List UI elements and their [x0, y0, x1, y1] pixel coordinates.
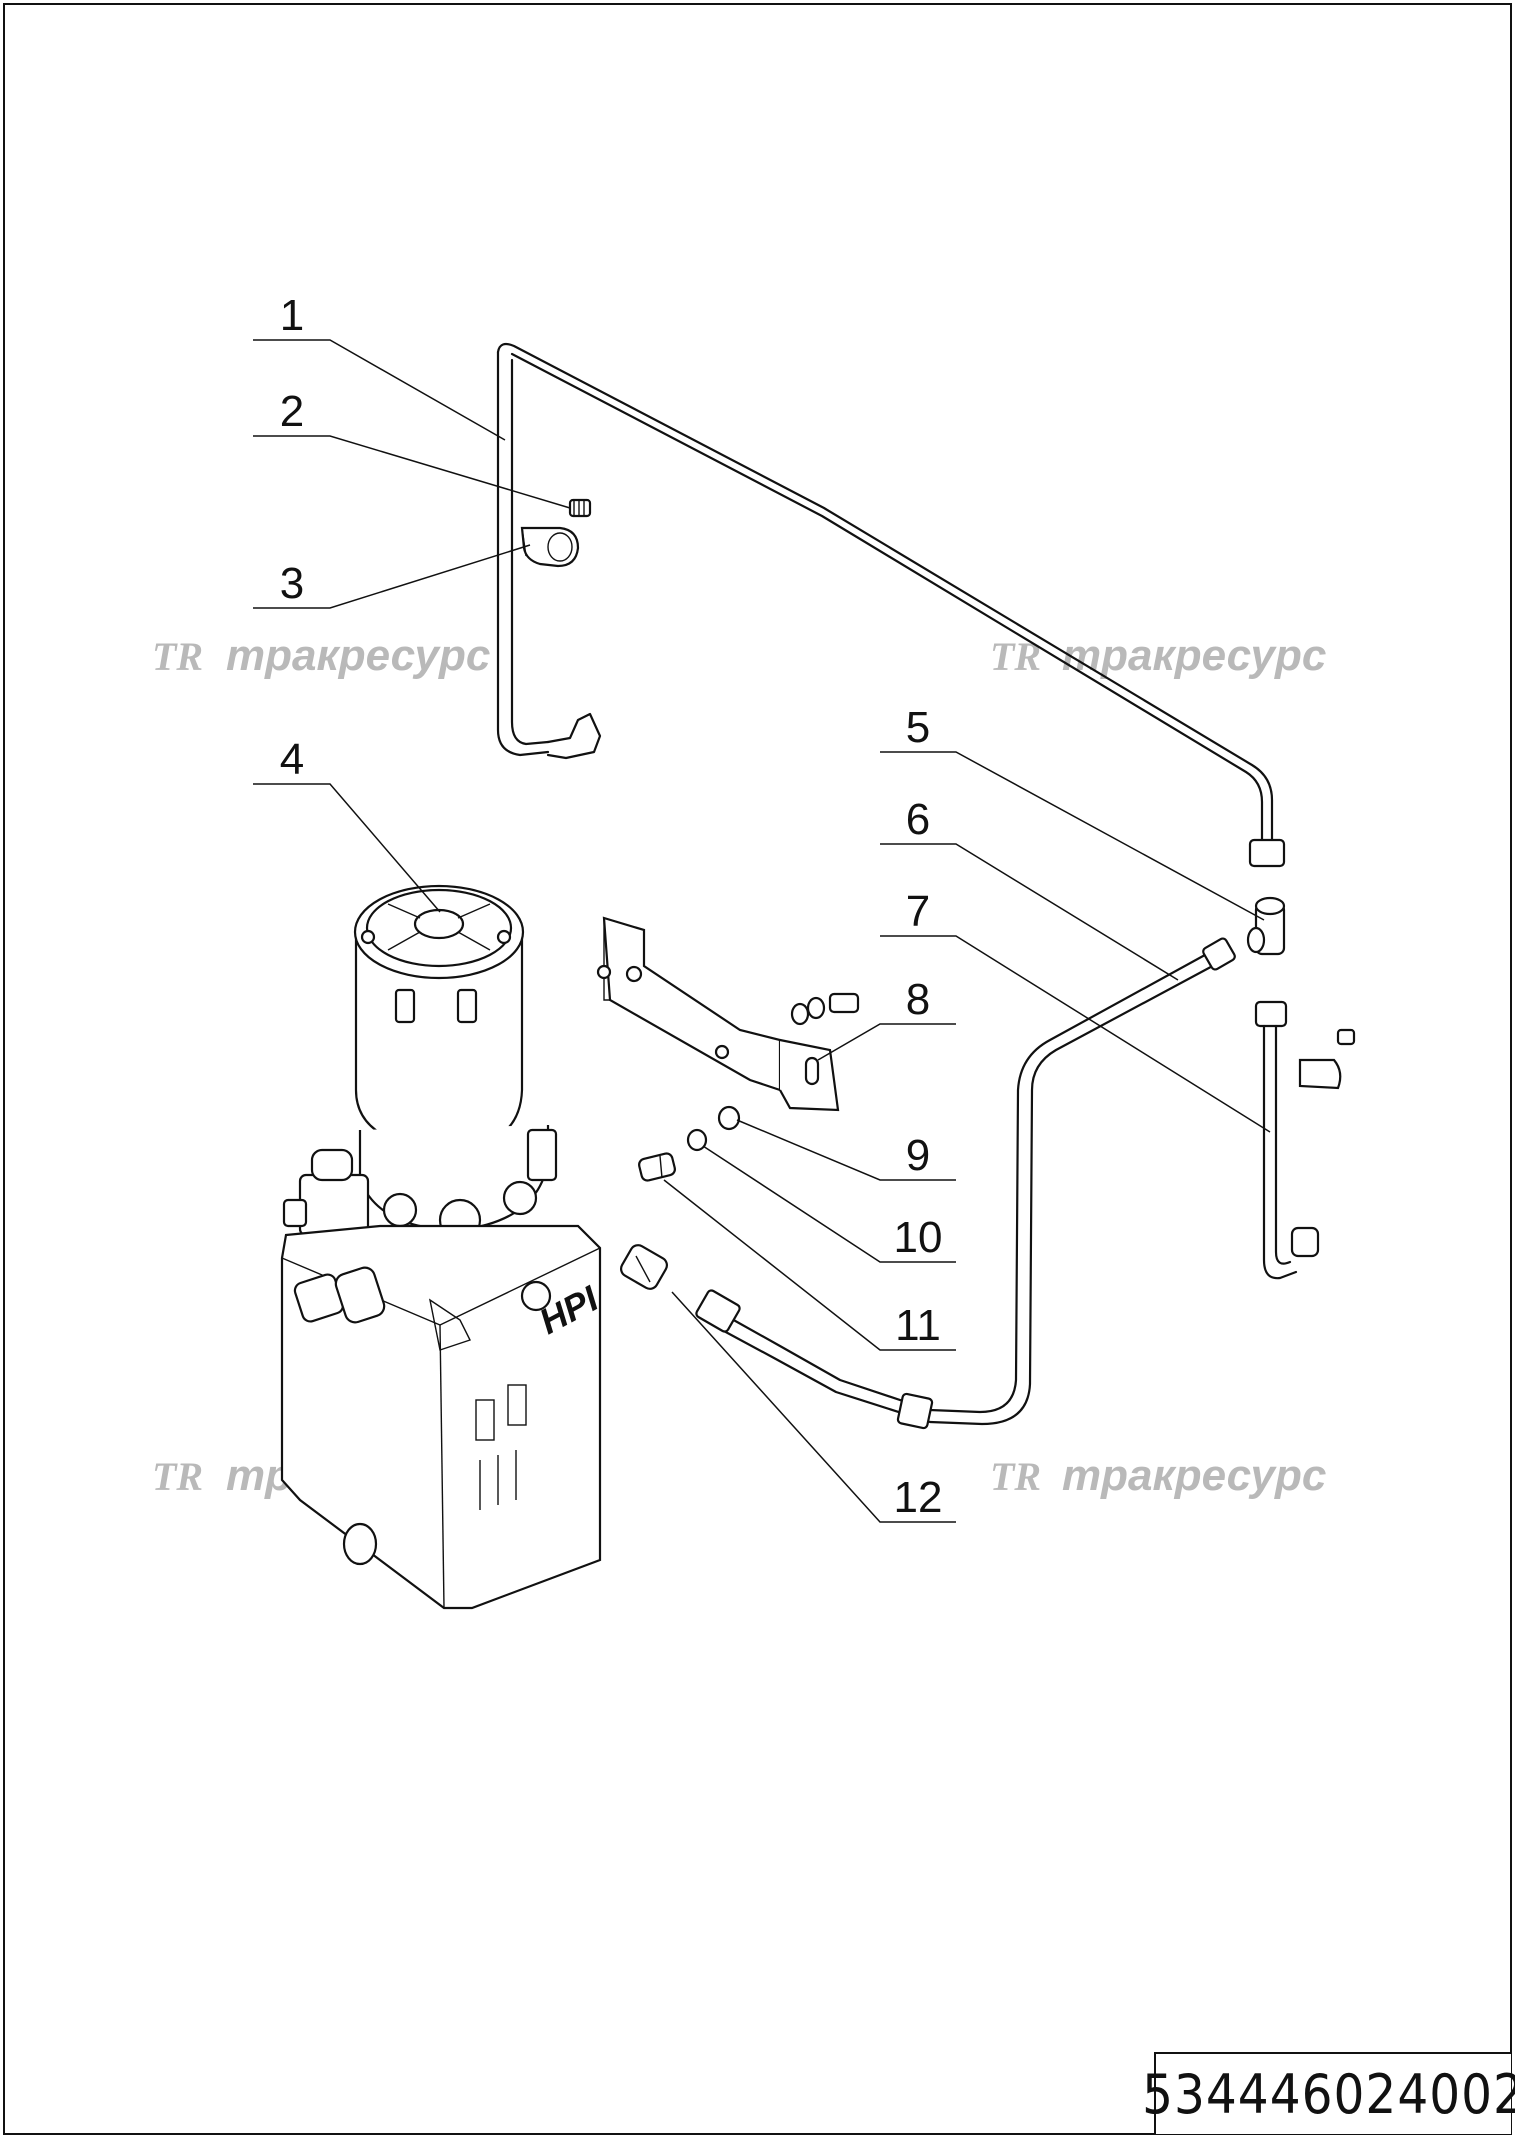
- part-4-pump-unit: HPI: [280, 884, 606, 1610]
- callout-8: 8: [906, 975, 930, 1024]
- callout-9: 9: [906, 1131, 930, 1180]
- callout-11: 11: [895, 1301, 941, 1350]
- part-10-lock-washer: [686, 1128, 708, 1152]
- part-5-tee: [1246, 896, 1286, 956]
- callout-2: 2: [280, 387, 304, 436]
- part-code: 534446024002: [1142, 2062, 1515, 2126]
- drawing-frame: [3, 3, 1512, 2135]
- part-9-washer: [717, 1105, 741, 1131]
- watermark-logo: TR: [152, 634, 203, 679]
- watermark-logo: TR: [152, 1454, 203, 1499]
- callout-1: 1: [280, 291, 304, 340]
- part-1-pipe: [496, 342, 1286, 868]
- watermark-bottom-right: TR тракресурс: [990, 1451, 1326, 1500]
- part-8-bracket: [596, 916, 840, 1112]
- callout-7: 7: [906, 887, 930, 936]
- watermark-top-right: TR тракресурс: [990, 631, 1326, 680]
- callout-5: 5: [906, 703, 930, 752]
- part-12-fitting: [620, 1244, 668, 1290]
- part-code-box: 534446024002: [1142, 2052, 1515, 2134]
- bracket-fasteners: [790, 992, 860, 1026]
- part-6-pipe: [695, 937, 1236, 1430]
- watermark-logo: TR: [990, 1454, 1041, 1499]
- watermark-logo: TR: [990, 634, 1041, 679]
- callout-6: 6: [906, 795, 930, 844]
- watermark-text: тракресурс: [1062, 631, 1326, 680]
- part-11-bolt: [638, 1152, 676, 1182]
- watermark-top-left: TR тракресурс: [152, 631, 490, 680]
- part-7-pipe: [1254, 1000, 1356, 1280]
- callout-leaders: [253, 339, 1271, 1523]
- callout-10: 10: [894, 1213, 943, 1262]
- watermark-text: тракресурс: [1062, 1451, 1326, 1500]
- callout-numbers: 1 2 3 4 5 6 7 8 9 10 11 12: [280, 291, 943, 1522]
- watermark-text: тракресурс: [226, 631, 490, 680]
- part-3-clamp: [520, 526, 580, 568]
- callout-4: 4: [280, 735, 304, 784]
- callout-3: 3: [280, 559, 304, 608]
- callout-12: 12: [894, 1473, 943, 1522]
